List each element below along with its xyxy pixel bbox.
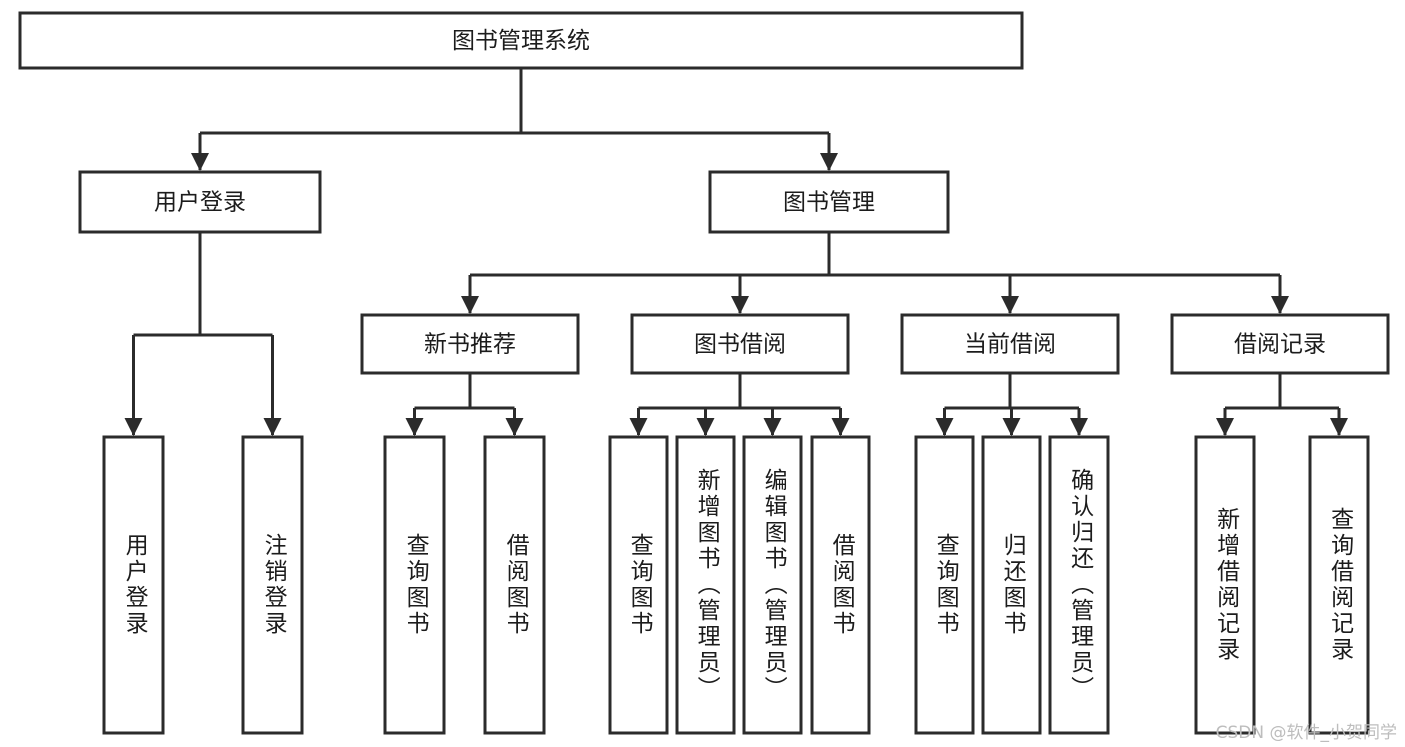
arrow-head-icon: [1216, 418, 1234, 436]
arrow-head-icon: [935, 418, 954, 436]
boxes-layer: [18, 11, 1390, 735]
arrow-head-icon: [831, 418, 850, 436]
leaf-leaf-borrow-book-box[interactable]: [810, 435, 871, 735]
arrow-head-icon: [820, 153, 838, 171]
node-new-book-rec-box[interactable]: [360, 313, 580, 375]
leaf-leaf-query-book-borrow-label: 查询图书: [626, 533, 653, 637]
node-borrow-record-label: 借阅记录: [1234, 332, 1326, 358]
arrow-head-icon: [405, 418, 424, 436]
arrow-head-icon: [505, 418, 524, 436]
node-current-borrow-label: 当前借阅: [964, 332, 1056, 358]
leaf-leaf-query-book-cur-label: 查询图书: [932, 533, 959, 637]
node-borrow-record-box[interactable]: [1170, 313, 1390, 375]
csdn-watermark: CSDN @软件_小贺同学: [1215, 723, 1397, 743]
leaf-leaf-confirm-return-admin-box[interactable]: [1048, 435, 1110, 735]
node-user-login-box[interactable]: [78, 170, 322, 234]
arrow-head-icon: [1330, 418, 1348, 436]
leaf-leaf-borrow-book-rec-box[interactable]: [483, 435, 546, 735]
leaf-leaf-return-book-label: 归还图书: [999, 533, 1026, 637]
leaf-leaf-return-book-box[interactable]: [981, 435, 1042, 735]
arrow-head-icon: [461, 296, 479, 314]
leaf-leaf-query-book-cur-box[interactable]: [914, 435, 975, 735]
leaf-leaf-logout-box[interactable]: [241, 435, 304, 735]
node-book-manage-box[interactable]: [708, 170, 950, 234]
arrow-head-icon: [1002, 418, 1021, 436]
node-user-login-label: 用户登录: [154, 190, 246, 216]
leaf-leaf-user-login-box[interactable]: [102, 435, 165, 735]
leaf-leaf-borrow-book-label: 借阅图书: [828, 533, 855, 637]
leaf-leaf-add-borrow-record-label: 新增借阅记录: [1212, 507, 1239, 663]
root-book-management-system-box[interactable]: [18, 11, 1024, 70]
leaf-leaf-add-book-admin-box[interactable]: [675, 435, 736, 735]
leaf-leaf-borrow-book-rec-label: 借阅图书: [502, 533, 529, 637]
arrow-head-icon: [124, 418, 143, 436]
leaf-leaf-query-book-rec-label: 查询图书: [402, 533, 429, 637]
root-book-management-system-label: 图书管理系统: [452, 28, 590, 54]
leaf-leaf-add-borrow-record-box[interactable]: [1194, 435, 1256, 735]
leaf-leaf-confirm-return-admin-label: 确认归还（管理员）: [1066, 468, 1093, 702]
arrow-head-icon: [263, 418, 282, 436]
leaf-leaf-query-book-borrow-box[interactable]: [608, 435, 669, 735]
node-current-borrow-box[interactable]: [900, 313, 1120, 375]
arrow-head-icon: [763, 418, 782, 436]
node-book-borrow-label: 图书借阅: [694, 332, 786, 358]
leaf-leaf-query-borrow-record-box[interactable]: [1308, 435, 1370, 735]
node-book-borrow-box[interactable]: [630, 313, 850, 375]
leaf-leaf-edit-book-admin-label: 编辑图书（管理员）: [760, 468, 787, 702]
leaf-leaf-logout-label: 注销登录: [260, 533, 287, 637]
arrow-head-icon: [696, 418, 715, 436]
leaf-leaf-edit-book-admin-box[interactable]: [742, 435, 803, 735]
arrow-head-icon: [629, 418, 648, 436]
node-new-book-rec-label: 新书推荐: [424, 332, 516, 358]
leaf-leaf-user-login-label: 用户登录: [121, 533, 148, 637]
leaf-leaf-add-book-admin-label: 新增图书（管理员）: [693, 468, 720, 702]
arrow-head-icon: [731, 296, 749, 314]
arrow-head-icon: [191, 153, 209, 171]
arrow-head-icon: [1271, 296, 1289, 314]
arrow-head-icon: [1001, 296, 1019, 314]
leaf-leaf-query-book-rec-box[interactable]: [383, 435, 446, 735]
connectors-layer: [124, 68, 1348, 436]
node-book-manage-label: 图书管理: [783, 190, 875, 216]
leaf-leaf-query-borrow-record-label: 查询借阅记录: [1326, 507, 1353, 663]
arrow-head-icon: [1070, 418, 1088, 436]
